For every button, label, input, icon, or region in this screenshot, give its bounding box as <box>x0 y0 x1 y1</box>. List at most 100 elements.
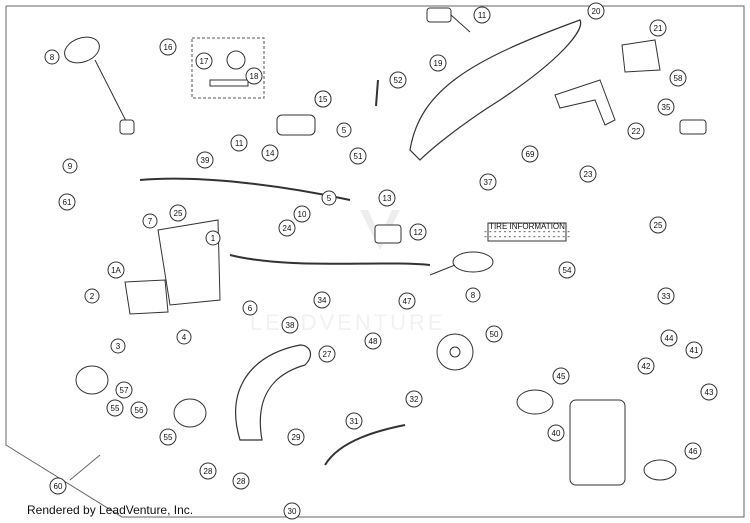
callout-label: 4 <box>182 333 187 342</box>
diagram-frame <box>5 5 745 518</box>
callout-circle <box>130 401 148 419</box>
callout-label: 58 <box>674 74 683 83</box>
callout-label: 13 <box>383 194 392 203</box>
turn-signal-10 <box>679 119 707 135</box>
callout-circle <box>547 424 565 442</box>
callout-45: 45 <box>552 367 570 385</box>
callout-label: 44 <box>665 334 674 343</box>
callout-58: 58 <box>669 69 687 87</box>
callout-circle <box>405 390 423 408</box>
callout-35: 35 <box>657 98 675 116</box>
callout-8: 8 <box>44 49 60 65</box>
callout-11: 11 <box>230 134 248 152</box>
callout-label: 54 <box>563 266 572 275</box>
callout-69: 69 <box>521 145 539 163</box>
callout-23: 23 <box>579 165 597 183</box>
callout-61: 61 <box>58 193 76 211</box>
callout-circle <box>587 2 605 20</box>
callout-circle <box>660 329 678 347</box>
callout-label: 40 <box>552 429 561 438</box>
callout-circle <box>293 205 311 223</box>
callout-label: 41 <box>690 346 699 355</box>
callout-24: 24 <box>278 219 296 237</box>
mirror-right <box>429 251 494 276</box>
callout-label: 45 <box>557 372 566 381</box>
callout-circle <box>649 19 667 37</box>
callout-label: 60 <box>54 482 63 491</box>
callout-37: 37 <box>479 173 497 191</box>
callout-12: 12 <box>409 223 427 241</box>
callout-circle <box>278 219 296 237</box>
callout-label: 19 <box>434 59 443 68</box>
callout-label: 15 <box>319 95 328 104</box>
taillight-21 <box>621 39 661 73</box>
callout-34: 34 <box>313 291 331 309</box>
callout-circle <box>345 412 363 430</box>
callout-39: 39 <box>196 151 214 169</box>
callout-circle <box>196 151 214 169</box>
callout-label: 61 <box>63 198 72 207</box>
callout-17: 17 <box>195 52 213 70</box>
callout-label: 22 <box>632 127 641 136</box>
callout-1: 1 <box>205 230 221 246</box>
callout-label: 50 <box>490 330 499 339</box>
rendered-by-credit: Rendered by LeadVenture, Inc. <box>27 503 194 517</box>
callout-label: 5 <box>327 194 332 203</box>
callout-7: 7 <box>142 213 158 229</box>
callout-16: 16 <box>159 38 177 56</box>
callout-label: 1 <box>211 234 216 243</box>
tire-info-sticker: TIRE INFORMATION - - - - - - - - - - - -… <box>484 222 570 242</box>
callout-19: 19 <box>429 54 447 72</box>
bracket-17-18 <box>209 50 249 87</box>
license-bracket-22 <box>554 79 616 126</box>
callout-circle <box>242 300 258 316</box>
callout-label: 55 <box>111 404 120 413</box>
callout-38: 38 <box>281 316 299 334</box>
callout-circle <box>195 52 213 70</box>
callout-30: 30 <box>283 502 301 520</box>
callout-label: 21 <box>654 24 663 33</box>
callout-label: 8 <box>471 291 476 300</box>
callout-label: 43 <box>705 388 714 397</box>
callout-circle <box>657 287 675 305</box>
callout-circle <box>281 316 299 334</box>
callout-9: 9 <box>62 158 78 174</box>
callout-label: 2 <box>90 292 95 301</box>
callout-label: 8 <box>50 53 55 62</box>
callout-circle <box>349 147 367 165</box>
callout-circle <box>552 367 570 385</box>
callout-label: 9 <box>68 162 73 171</box>
callout-circle <box>169 204 187 222</box>
callout-50: 50 <box>485 325 503 343</box>
callout-circle <box>700 383 718 401</box>
callout-circle <box>378 189 396 207</box>
callout-1A: 1A <box>107 261 125 279</box>
callout-circle <box>465 287 481 303</box>
callout-circle <box>429 54 447 72</box>
callout-circle <box>230 134 248 152</box>
callout-20: 20 <box>587 2 605 20</box>
callout-29: 29 <box>287 428 305 446</box>
part-55-upper <box>75 365 109 395</box>
part-12 <box>374 224 402 244</box>
callout-circle <box>313 291 331 309</box>
callout-label: 56 <box>135 406 144 415</box>
callout-46: 46 <box>684 442 702 460</box>
part-55-lower <box>173 398 207 428</box>
callout-label: 24 <box>283 224 292 233</box>
callout-circle <box>142 213 158 229</box>
callout-circle <box>336 122 352 138</box>
callout-label: 18 <box>250 72 259 81</box>
callout-label: 48 <box>369 337 378 346</box>
callout-label: 12 <box>414 228 423 237</box>
callout-circle <box>669 69 687 87</box>
callout-label: 7 <box>148 217 153 226</box>
cable-52 <box>375 79 379 107</box>
callout-label: 17 <box>200 57 209 66</box>
callout-label: 25 <box>654 221 663 230</box>
callout-13: 13 <box>378 189 396 207</box>
callout-circle <box>245 67 263 85</box>
sticker-title: TIRE INFORMATION <box>489 222 565 231</box>
rear-fender-20 <box>409 19 582 161</box>
